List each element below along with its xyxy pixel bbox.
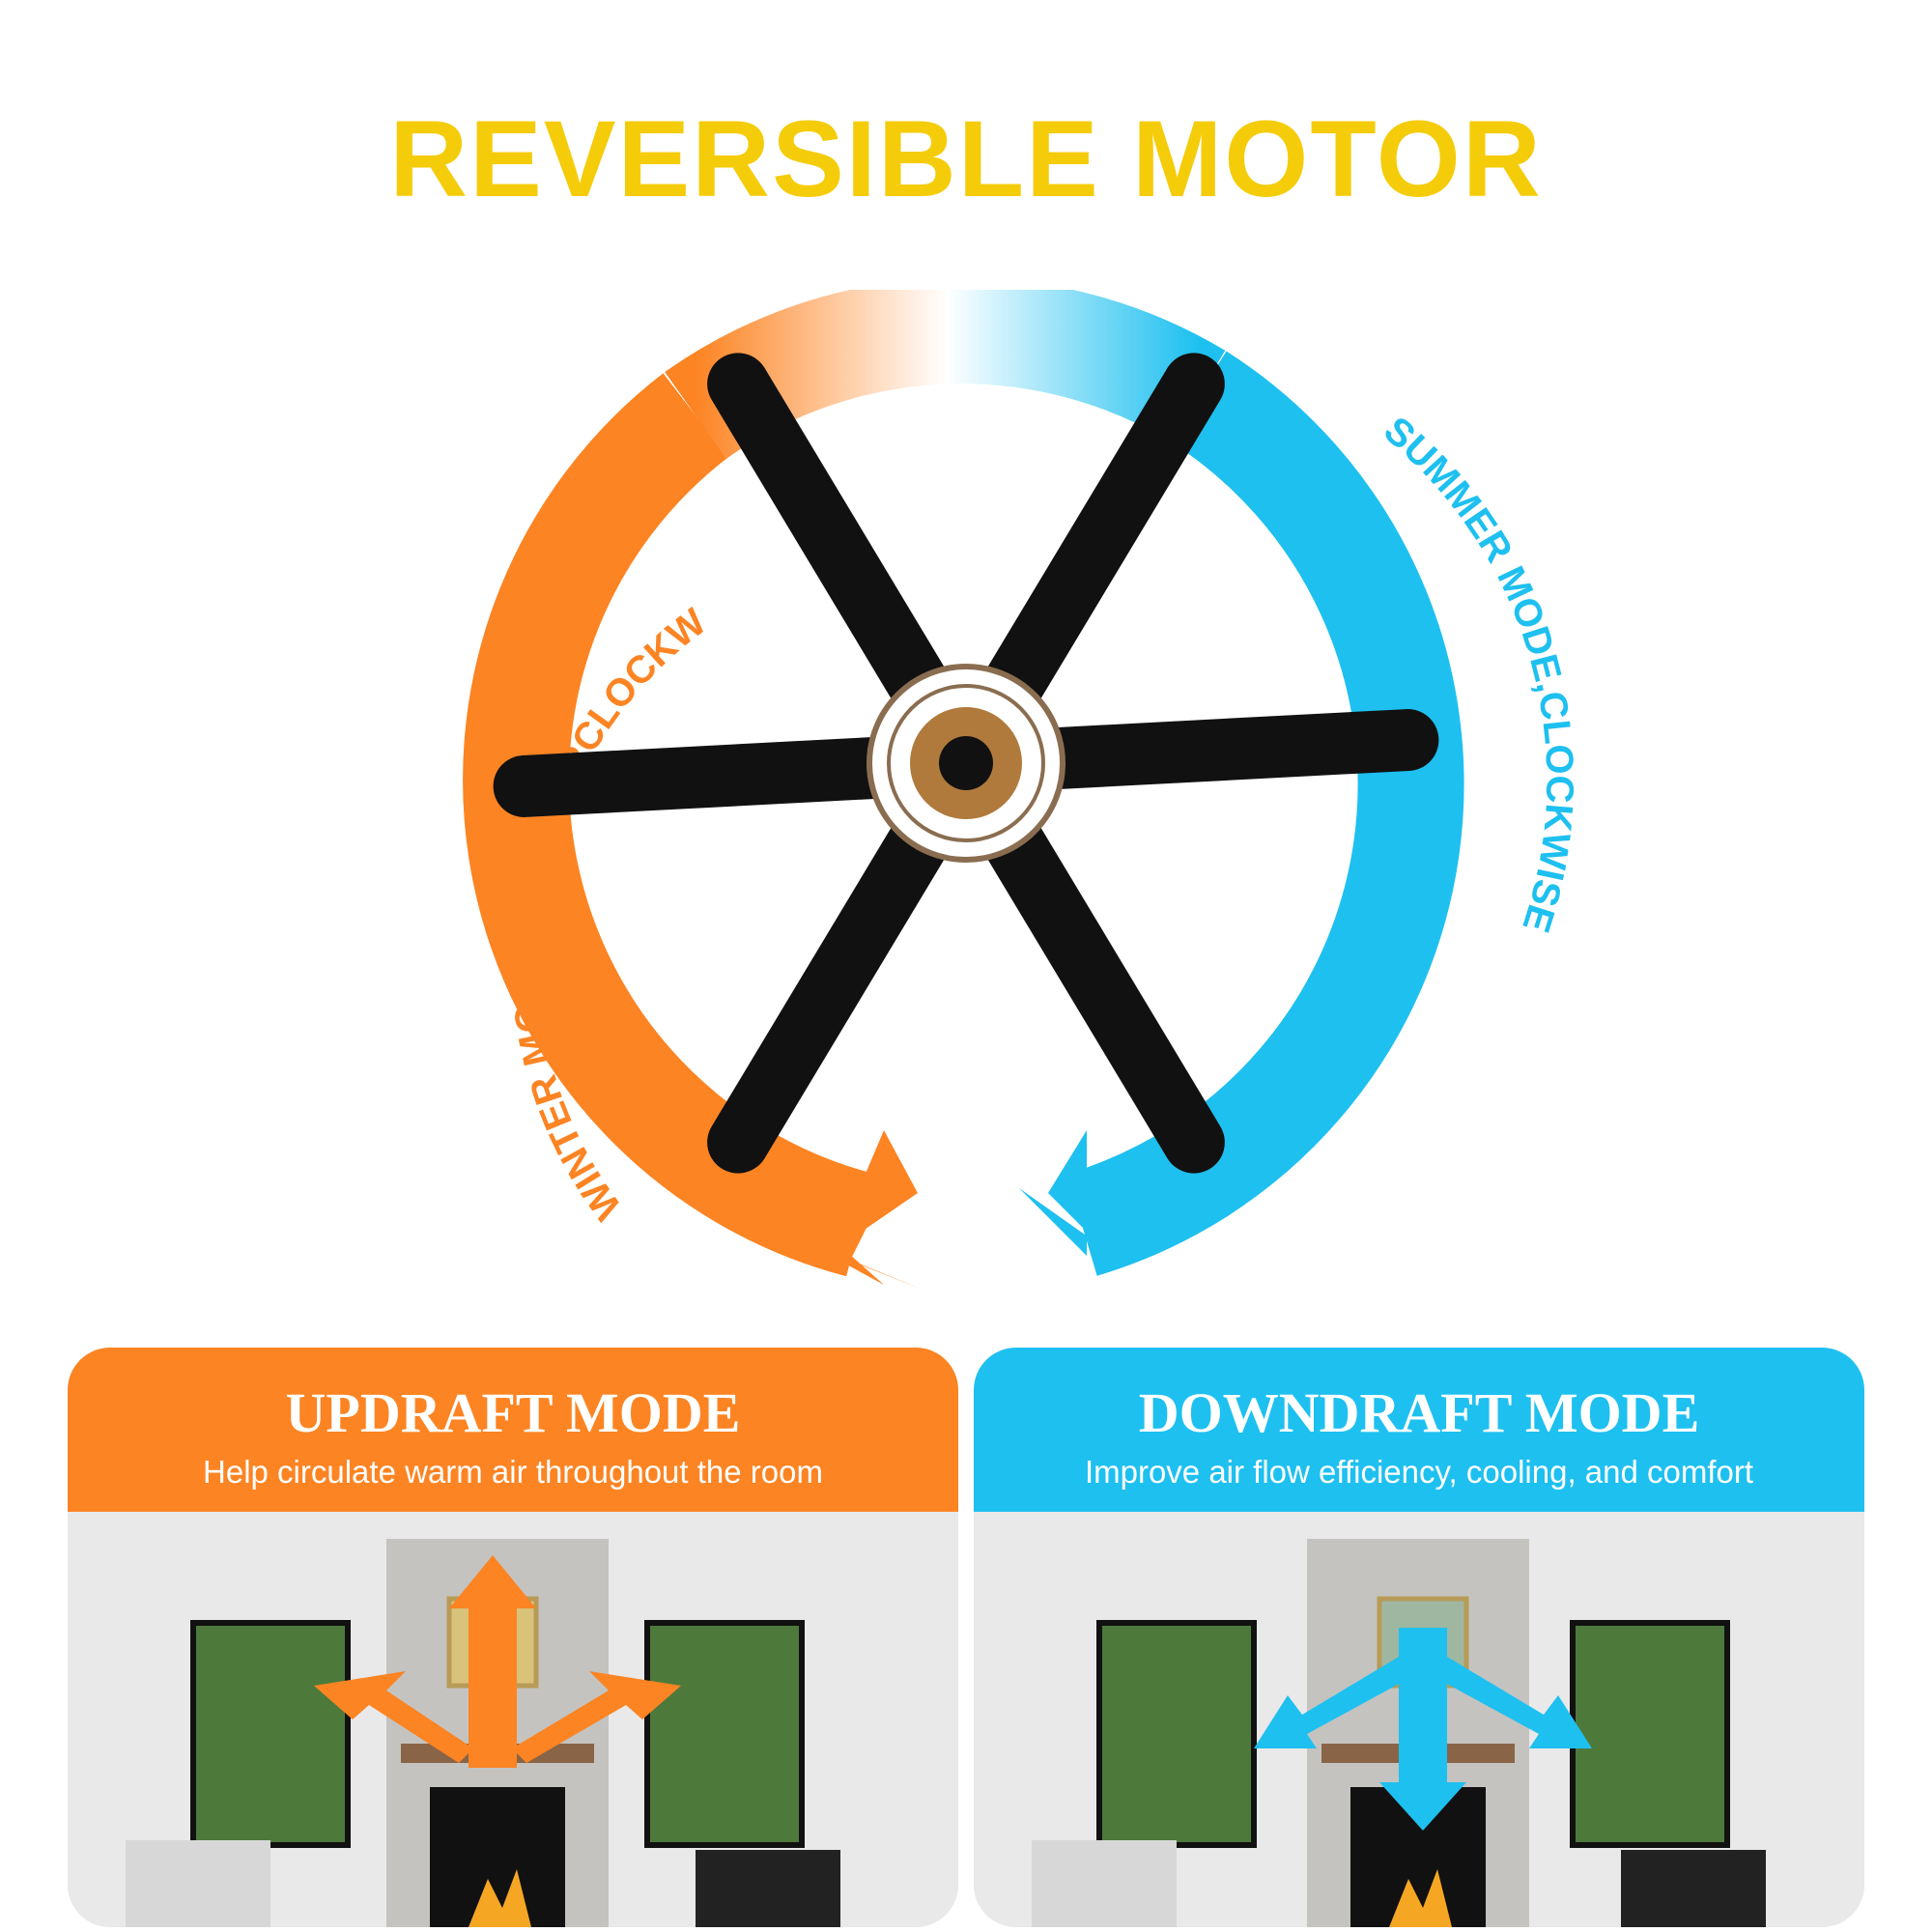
downdraft-subtitle: Improve air flow efficiency, cooling, an…	[1084, 1454, 1754, 1490]
updraft-title: UPDRAFT MODE	[285, 1381, 741, 1444]
downdraft-room-illustration	[974, 1512, 1864, 1927]
downdraft-title: DOWNDRAFT MODE	[1138, 1381, 1700, 1444]
downdraft-panel: DOWNDRAFT MODE Improve air flow efficien…	[974, 1348, 1864, 1927]
blue-arrow-head-icon	[1019, 1130, 1101, 1256]
page-title: REVERSIBLE MOTOR	[389, 99, 1543, 219]
updraft-room-illustration	[68, 1512, 958, 1927]
orange-arrow-head-icon	[840, 1183, 923, 1290]
fire-icon	[1389, 1869, 1452, 1927]
fan-blades	[493, 353, 1439, 1174]
right-window	[1570, 1620, 1730, 1848]
fire-icon	[469, 1869, 531, 1927]
updraft-subtitle: Help circulate warm air throughout the r…	[203, 1454, 823, 1490]
updraft-header: UPDRAFT MODE Help circulate warm air thr…	[68, 1348, 958, 1512]
left-window	[190, 1620, 351, 1848]
fan-rotation-diagram: WINTER MODE,COUNTERCLOCKWISE SUMMER MODE…	[0, 290, 1581, 1290]
updraft-panel: UPDRAFT MODE Help circulate warm air thr…	[68, 1348, 958, 1927]
fan-hub-icon	[867, 664, 1065, 863]
downdraft-arrows-icon	[1254, 1628, 1592, 1831]
left-window	[1096, 1620, 1257, 1848]
summer-rotation-arc	[1066, 351, 1464, 1276]
right-window	[644, 1620, 805, 1848]
updraft-arrows-icon	[314, 1555, 681, 1768]
orange-arrow-tip-icon	[831, 1130, 918, 1285]
downdraft-header: DOWNDRAFT MODE Improve air flow efficien…	[974, 1348, 1864, 1512]
